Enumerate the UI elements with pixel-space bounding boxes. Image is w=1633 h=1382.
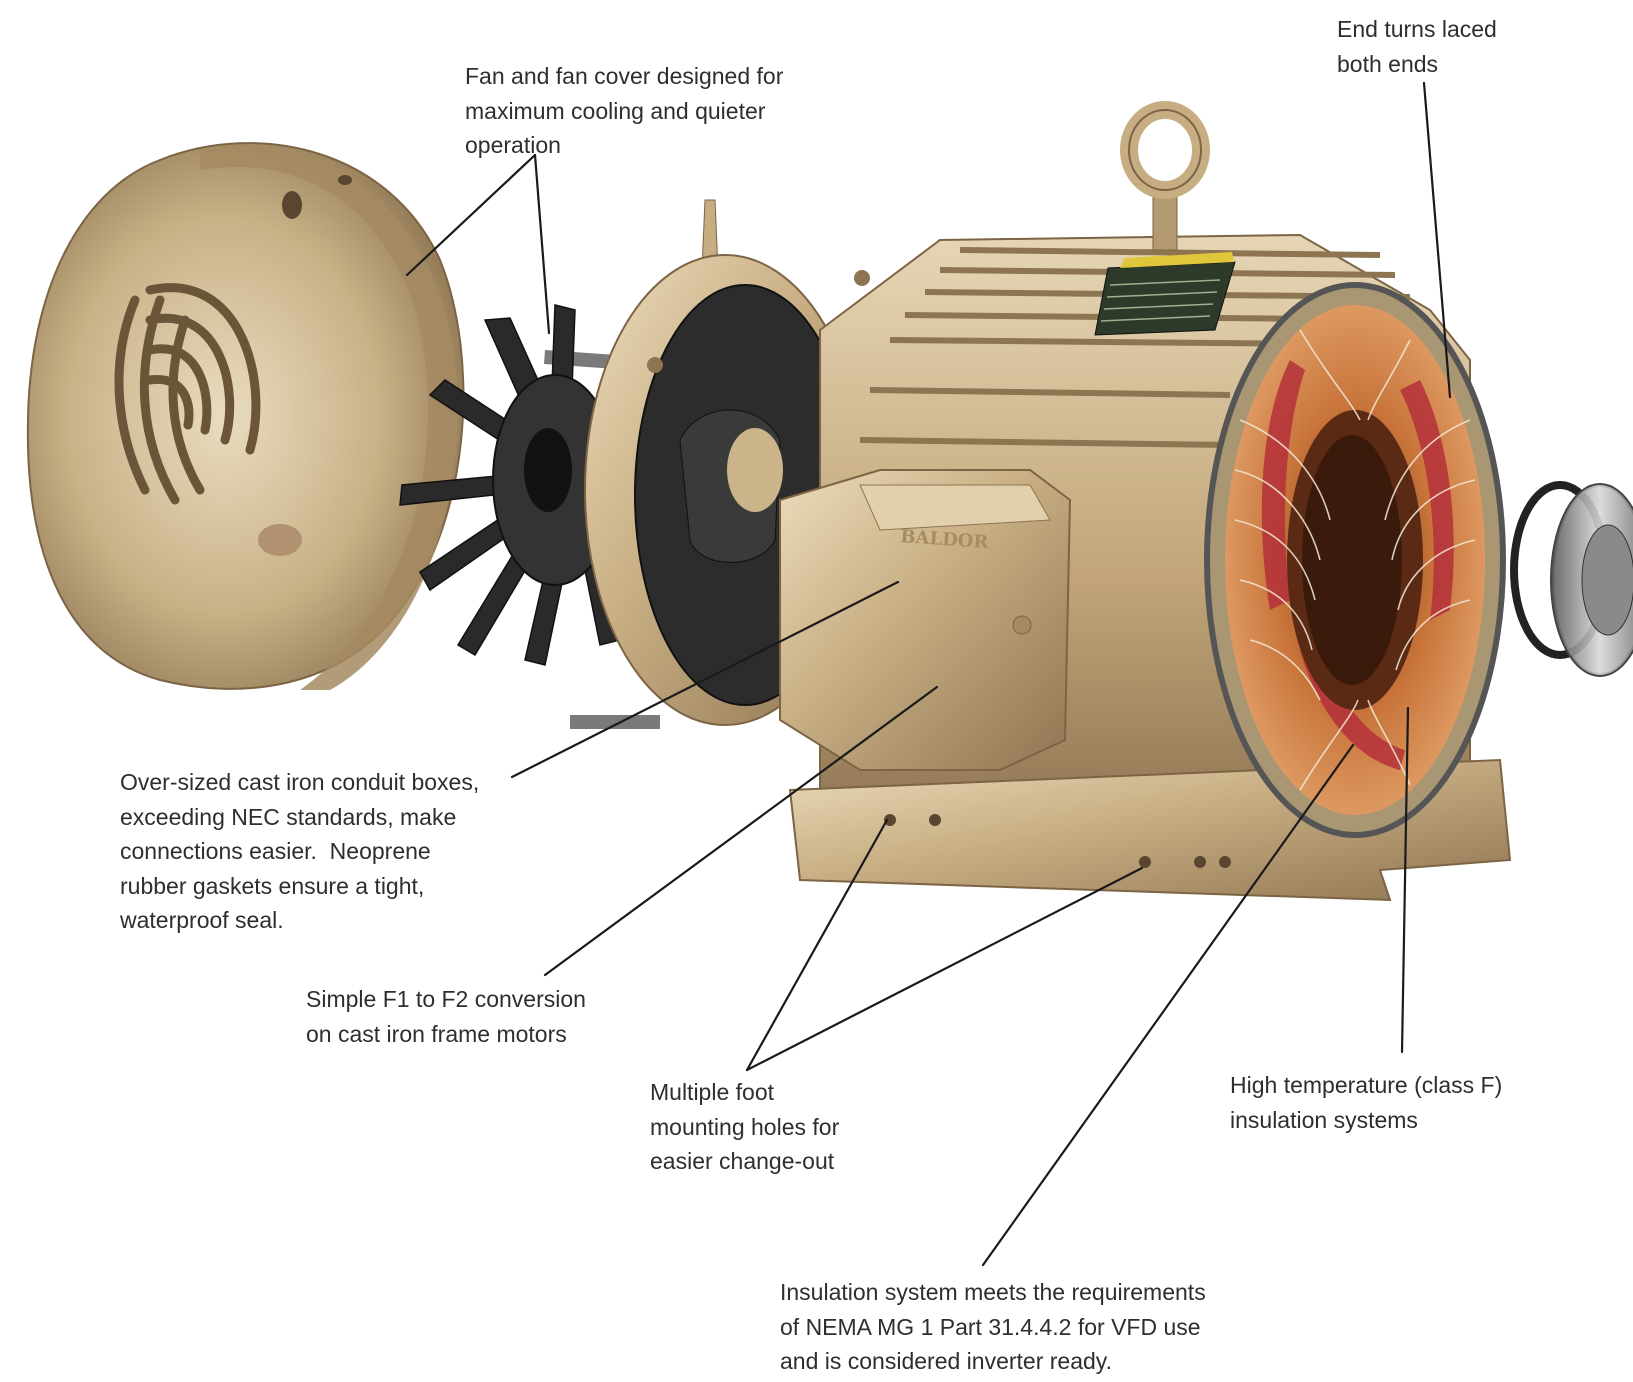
foot-mounting-hole [1194,856,1206,868]
leader-foot-right [745,866,1144,1072]
callout-nema-insulation: Insulation system meets the requirements… [780,1275,1206,1379]
callout-f1-f2-conversion: Simple F1 to F2 conversion on cast iron … [306,982,586,1051]
callout-line: Multiple foot [650,1079,775,1105]
winding-lacing [1234,329,1476,791]
conduit-box-bolt [1012,615,1032,635]
callout-line: operation [465,132,561,158]
callout-line: mounting holes for [650,1113,840,1140]
leader-fan [533,153,551,335]
leader-lines [405,81,1452,1267]
callout-end-turns: End turns laced both ends [1337,12,1497,81]
bearing-inner [1581,524,1633,636]
callout-line: on cast iron frame motors [306,1020,567,1047]
fan-cover-hole [338,175,352,185]
callout-conduit-boxes: Over-sized cast iron conduit boxes, exce… [120,765,479,938]
callout-line: insulation systems [1230,1106,1418,1133]
fan-cover-shell [26,142,465,690]
callout-line: easier change-out [650,1148,835,1174]
foot-mounting-hole [884,814,896,826]
callout-line: both ends [1337,50,1439,77]
motor-frame: BALDOR [779,101,1512,902]
leader-f1-f2 [543,685,939,977]
leader-high-temp [1400,706,1410,1054]
bearing-bore [727,428,783,512]
conduit-box: BALDOR [779,469,1072,771]
leader-fan-cover [405,153,537,277]
foot-mounting-hole [1139,856,1151,868]
callout-line: Simple F1 to F2 conversion [306,986,586,1012]
callout-line: Fan and fan cover designed for [465,63,784,89]
lifting-eye [1120,101,1210,251]
fan-hub-bore [524,428,572,512]
shaft-rod [570,715,660,729]
leader-foot-left [745,818,889,1072]
callout-line: rubber gaskets ensure a tight, [120,872,425,899]
leader-nema [981,743,1355,1267]
stator [1204,282,1506,838]
callout-line: High temperature (class F) [1230,1072,1503,1098]
fan-cover-hole [258,524,302,556]
fan-cover-hole [282,191,302,219]
callout-fan-cover: Fan and fan cover designed for maximum c… [465,59,783,163]
leader-end-turns [1422,81,1452,399]
callout-high-temperature: High temperature (class F) insulation sy… [1230,1068,1502,1137]
foot-mounting-hole [1219,856,1231,868]
callout-foot-mounting-holes: Multiple foot mounting holes for easier … [650,1075,839,1179]
callout-line: Over-sized cast iron conduit boxes, [120,769,480,795]
bearing-assembly [1510,481,1633,677]
nameplate [1094,252,1236,336]
bolt-hole [647,357,663,373]
bolt-hole [854,270,870,286]
conduit-box-body [779,469,1072,771]
callout-line: of NEMA MG 1 Part 31.4.4.2 for VFD use [780,1313,1201,1340]
callout-line: exceeding NEC standards, make [120,803,457,830]
rotor-bore-core [1302,435,1402,685]
callout-line: and is considered inverter ready. [780,1348,1112,1374]
callout-line: waterproof seal. [120,907,284,933]
foot-mounting-hole [929,814,941,826]
callout-line: connections easier. Neoprene [120,838,431,864]
callout-line: maximum cooling and quieter [465,97,766,124]
fan-cover-vent-slots [114,283,261,505]
fan-cover [26,142,465,691]
conduit-box-lid [859,484,1051,531]
leader-conduit [510,580,900,779]
callout-line: Insulation system meets the requirements [780,1279,1206,1305]
callout-line: End turns laced [1337,16,1497,42]
